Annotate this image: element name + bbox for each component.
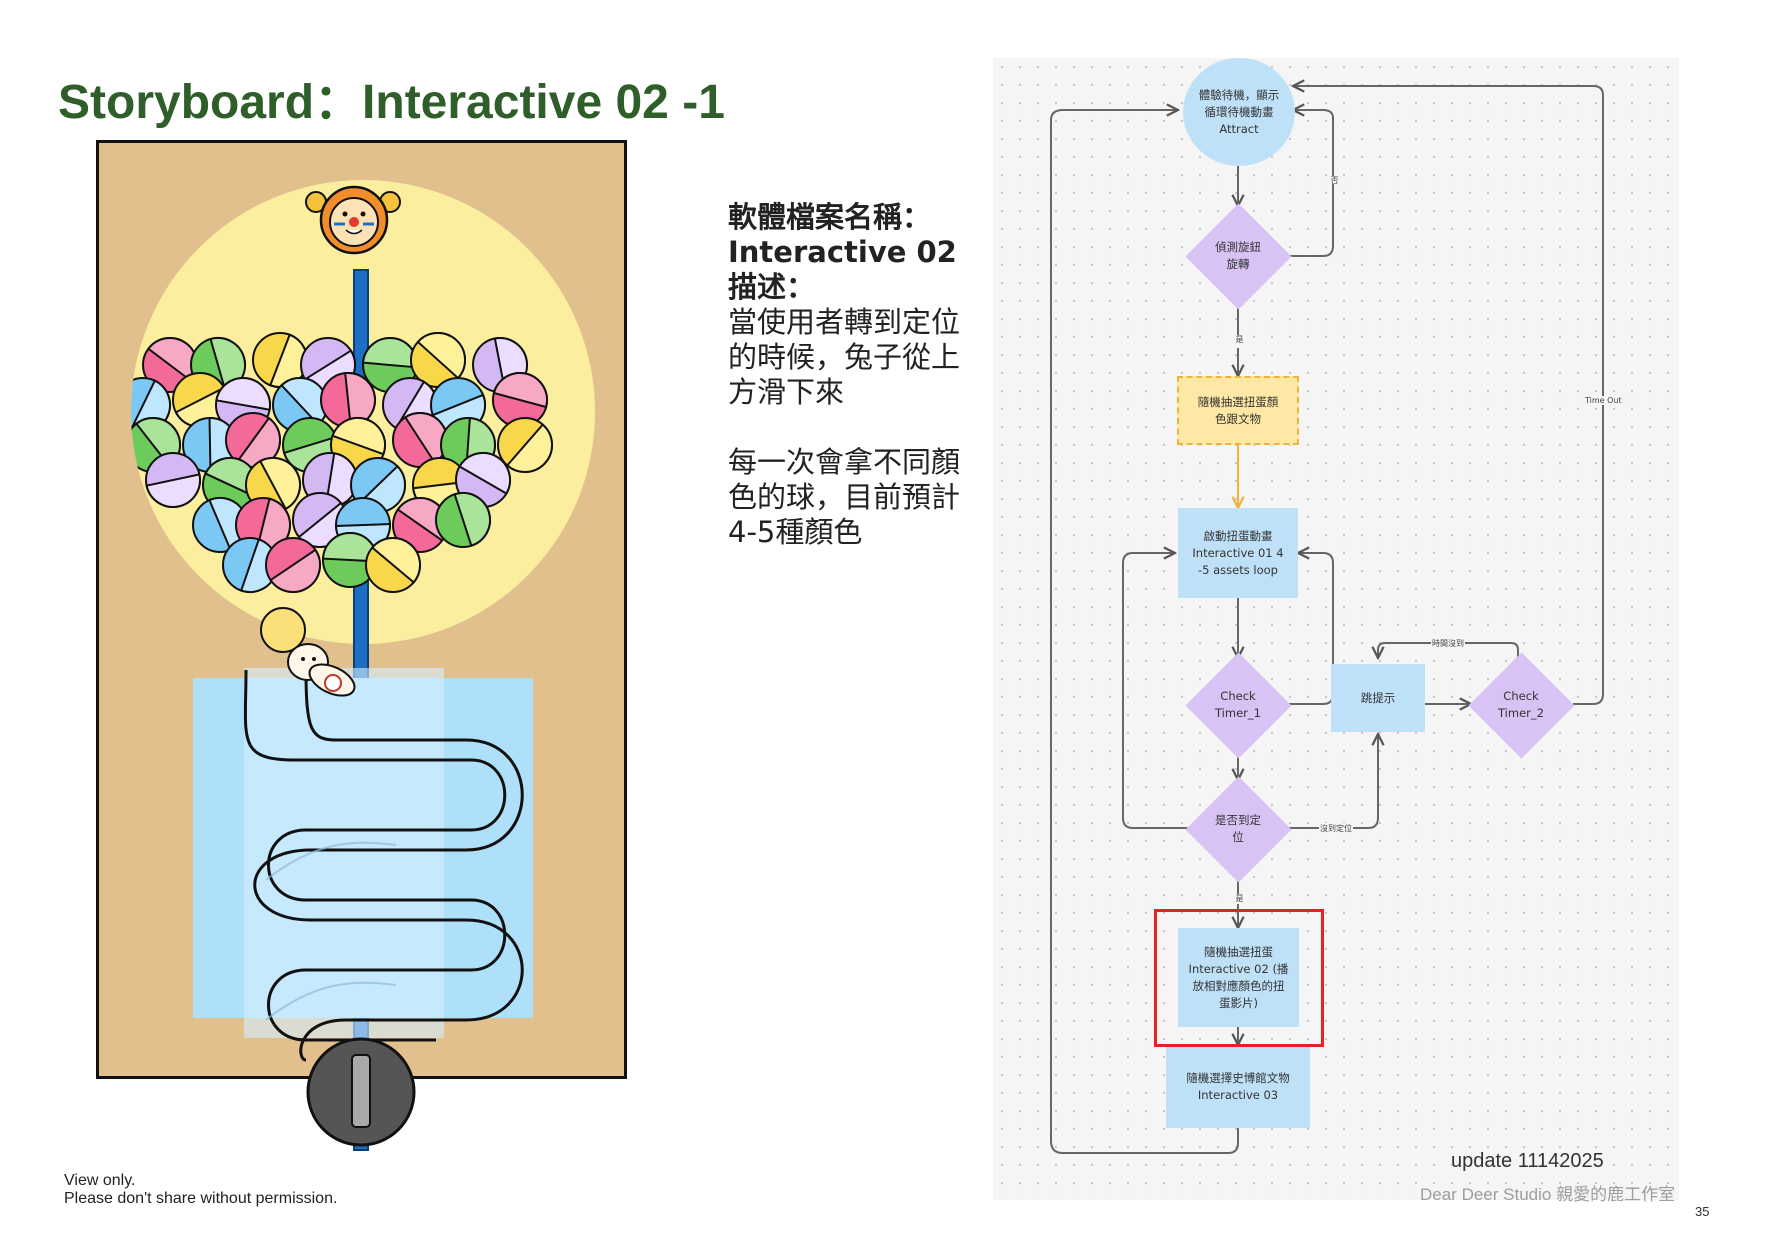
footer-line-1: View only. <box>64 1172 136 1189</box>
node-position-check-label: 是否到定位 <box>1215 813 1261 844</box>
node-hint: 跳提示 <box>1331 664 1425 732</box>
capsule-ball-half <box>453 492 491 547</box>
capsule-ball-half <box>458 452 511 495</box>
edge-label-yes: 是 <box>1233 335 1246 343</box>
highlight-box <box>1154 909 1324 1047</box>
node-check-timer-2-label: Check Timer_2 <box>1498 689 1544 720</box>
footer-notice: View only. Please don't share without pe… <box>64 1172 337 1208</box>
edge-label-time-not-reached: 時間沒到 <box>1431 638 1465 649</box>
capsule-ball-half <box>331 417 386 456</box>
page-title: Storyboard：Interactive 02 -1 <box>58 76 725 129</box>
rabbit-character <box>260 607 356 697</box>
capsule-balls <box>131 332 553 593</box>
description-paragraph-2: 每一次會拿不同顏色的球，目前預計4-5種顏色 <box>728 445 961 549</box>
water-highlight <box>244 668 444 1038</box>
flowchart-connectors <box>1050 58 1604 1154</box>
description-panel: 軟體檔案名稱： Interactive 02 描述： 當使用者轉到定位的時候，兔… <box>728 200 973 550</box>
description-paragraph-1: 當使用者轉到定位的時候，兔子從上方滑下來 <box>728 305 961 409</box>
node-interactive-02: 隨機抽選扭蛋 Interactive 02 (播放相對應顏色的扭蛋影片) <box>1178 928 1299 1027</box>
node-position-check: 是否到定位 <box>1184 775 1292 883</box>
node-check-timer-1: Check Timer_1 <box>1184 651 1292 759</box>
node-detect-rotation: 偵測旋鈕旋轉 <box>1184 202 1292 310</box>
capsule-ball-half <box>269 548 321 593</box>
footer-line-2: Please don't share without permission. <box>64 1190 338 1207</box>
capsule-ball-half <box>370 537 421 584</box>
slide-shading <box>265 841 397 1021</box>
edge-label-no: 否 <box>1328 176 1341 184</box>
node-detect-rotation-label: 偵測旋鈕旋轉 <box>1215 240 1261 271</box>
edge-label-timeout: Time Out <box>1584 396 1623 405</box>
studio-credit: Dear Deer Studio 親愛的鹿工作室 <box>1420 1185 1676 1204</box>
flowchart: 體驗待機，顯示循環待機動畫 Attract 偵測旋鈕旋轉 隨機抽選扭蛋顏色跟文物… <box>993 58 1679 1200</box>
node-interactive-03: 隨機選擇史博館文物 Interactive 03 <box>1166 1045 1310 1128</box>
capsule-ball-half <box>258 457 301 511</box>
file-name: Interactive 02 <box>728 235 957 269</box>
page-number: 35 <box>1695 1204 1710 1219</box>
node-interactive-01: 啟動扭蛋動畫 Interactive 01 4 -5 assets loop <box>1178 508 1298 598</box>
capsule-ball-half <box>505 423 553 473</box>
description-label: 描述： <box>728 270 816 304</box>
node-check-timer-1-label: Check Timer_1 <box>1215 689 1261 720</box>
capsule-ball-half <box>280 377 328 427</box>
node-random-select: 隨機抽選扭蛋顏色跟文物 <box>1177 376 1299 445</box>
edge-label-not-in-position: 沒到定位 <box>1319 823 1353 834</box>
capsule-ball-half <box>492 372 548 409</box>
node-check-timer-2: Check Timer_2 <box>1467 651 1575 759</box>
capsule-ball-half <box>215 377 271 411</box>
edge-label-yes-2: 是 <box>1233 894 1246 902</box>
spiral-slide <box>243 669 524 1062</box>
node-attract: 體驗待機，顯示循環待機動畫 Attract <box>1183 58 1295 166</box>
capsule-ball-half <box>416 332 466 380</box>
clock-character <box>305 185 401 255</box>
file-name-label: 軟體檔案名稱： <box>728 200 932 234</box>
capsule-ball-half <box>145 473 201 508</box>
knob-handle <box>351 1054 371 1128</box>
update-stamp: update 11142025 <box>1451 1150 1604 1172</box>
storyboard-illustration <box>96 140 627 1151</box>
